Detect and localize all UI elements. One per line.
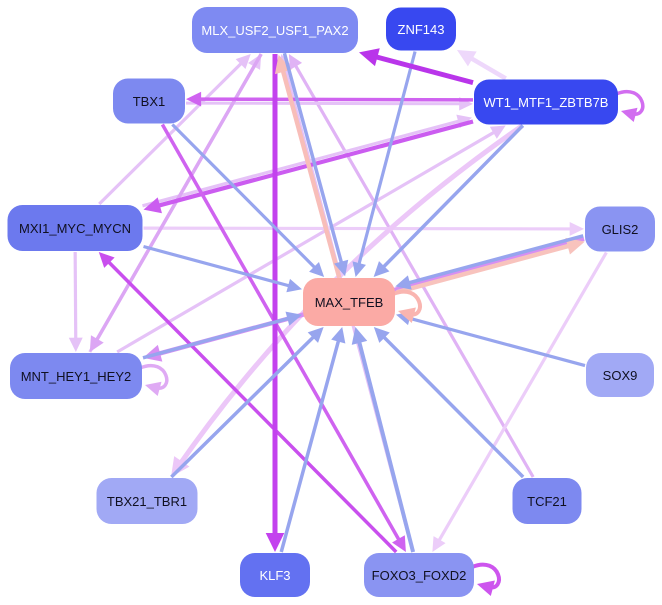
node-box[interactable] (113, 78, 185, 124)
edge-MAX-GLIS2 (396, 242, 575, 295)
edge-MLX-MNT-arrowhead (89, 335, 104, 352)
edge-MNT-WT1 (116, 128, 499, 354)
edge-TBX1-FOXO3 (160, 123, 403, 545)
edge-MNT-MAX (142, 315, 293, 360)
node-box[interactable] (364, 553, 474, 597)
node-box[interactable] (474, 79, 618, 125)
node-box[interactable] (512, 478, 582, 524)
node-box[interactable] (7, 205, 143, 251)
node-TBX1[interactable]: TBX1 (113, 78, 185, 124)
node-box[interactable] (586, 353, 654, 397)
node-GLIS2[interactable]: GLIS2 (585, 206, 655, 252)
node-ZNF143[interactable]: ZNF143 (386, 7, 456, 51)
edge-FOXO3-self (470, 562, 501, 590)
edge-KLF3-MAX (279, 336, 342, 553)
edges-layer (68, 48, 645, 596)
node-box[interactable] (386, 7, 456, 51)
node-box[interactable] (240, 553, 310, 597)
edge-WT1-MLX (370, 53, 474, 86)
edge-MNT-MAX-arrowhead (285, 311, 302, 326)
edge-TBX1-MAX (171, 123, 319, 272)
edge-MAX-self (391, 289, 422, 317)
node-SOX9[interactable]: SOX9 (586, 353, 654, 397)
edge-GLIS2-MAX (404, 234, 584, 286)
node-box[interactable] (585, 206, 655, 252)
edge-ZNF143-MAX (356, 51, 417, 269)
node-box[interactable] (192, 7, 358, 53)
node-MAX_TFEB[interactable]: MAX_TFEB (303, 278, 395, 326)
edge-TCF21-MAX (379, 332, 525, 479)
edge-WT1-TBX1 (195, 97, 474, 102)
edge-MLX-MAX (282, 52, 345, 268)
edge-WT1-MAX (379, 124, 525, 272)
edge-TCF21-MLX-arrowhead (288, 54, 303, 70)
node-box[interactable] (10, 353, 142, 399)
edge-MNT-WT1-arrowhead (489, 125, 506, 139)
edge-SOX9-MAX (404, 315, 586, 368)
edge-MXI1-GLIS2 (143, 226, 575, 231)
edge-FOXO3-MAX (356, 336, 416, 553)
edge-WT1-MLX-arrowhead (359, 48, 380, 67)
node-MNT_HEY1_HEY2[interactable]: MNT_HEY1_HEY2 (10, 353, 142, 399)
edge-FOXO3-MAX-arrowhead (351, 327, 368, 345)
edge-MAX-MLX (279, 65, 342, 279)
edge-ZNF143-MAX-arrowhead (352, 261, 366, 277)
node-WT1_MTF1_ZBTB7B[interactable]: WT1_MTF1_ZBTB7B (474, 79, 618, 125)
edge-WT1-self-arrowhead (621, 107, 638, 122)
edge-TBX21-MAX (170, 332, 318, 479)
edge-WT1-ZNF143 (465, 53, 507, 81)
edge-MXI1-MNT (73, 251, 78, 343)
edge-GLIS2-FOXO3-arrowhead (432, 536, 446, 552)
edge-MXI1-MAX (143, 244, 294, 289)
edge-MXI1-WT1 (142, 118, 464, 208)
edge-TBX1-WT1 (185, 101, 465, 106)
edge-MXI1-MNT-arrowhead (68, 337, 83, 352)
edge-MNT-self (138, 364, 169, 390)
edge-WT1-TBX1-arrowhead (186, 91, 202, 107)
edge-KLF3-MAX-arrowhead (331, 327, 346, 344)
edge-WT1-self (614, 90, 645, 116)
edge-MLX-MAX-arrowhead (334, 259, 349, 277)
edge-WT1-MXI1-arrowhead (143, 197, 162, 214)
edge-TBX1-FOXO3-arrowhead (392, 535, 406, 552)
edge-MXI1-MLX (98, 59, 246, 206)
edge-MXI1-MAX-arrowhead (286, 278, 302, 293)
node-MXI1_MYC_MYCN[interactable]: MXI1_MYC_MYCN (7, 205, 143, 251)
edge-FOXO3-MXI1 (104, 257, 398, 554)
edge-FOXO3-self-arrowhead (477, 580, 495, 596)
node-FOXO3_FOXD2[interactable]: FOXO3_FOXD2 (364, 553, 474, 597)
edge-MNT-self-arrowhead (145, 381, 162, 396)
node-KLF3[interactable]: KLF3 (240, 553, 310, 597)
node-box[interactable] (303, 278, 395, 326)
edge-GLIS2-FOXO3 (435, 251, 608, 545)
node-MLX_USF2_USF1_PAX2[interactable]: MLX_USF2_USF1_PAX2 (192, 7, 358, 53)
node-box[interactable] (96, 478, 198, 524)
edge-MLX-KLF3-arrowhead (265, 533, 285, 552)
edge-GLIS2-MAX-arrowhead (395, 275, 412, 290)
node-TCF21[interactable]: TCF21 (512, 478, 582, 524)
edge-MXI1-GLIS2-arrowhead (569, 221, 584, 236)
edge-TCF21-MLX (292, 61, 535, 478)
node-TBX21_TBR1[interactable]: TBX21_TBR1 (96, 478, 198, 524)
edge-MAX-GLIS2-arrowhead (565, 237, 585, 255)
edge-MAX-self-arrowhead (398, 307, 416, 323)
